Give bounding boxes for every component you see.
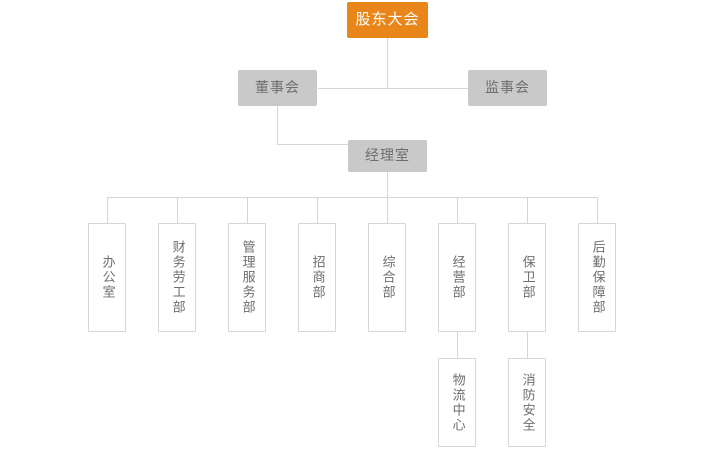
- node-subunit-2[interactable]: 消防安全: [508, 358, 546, 447]
- connector-manager-down: [387, 172, 388, 197]
- node-label: 物流中心: [449, 372, 465, 433]
- node-label: 后勤保障部: [589, 240, 605, 315]
- node-label: 股东大会: [355, 10, 420, 29]
- node-label: 办公室: [99, 255, 115, 300]
- node-department-4[interactable]: 招商部: [298, 223, 336, 332]
- node-department-7[interactable]: 保卫部: [508, 223, 546, 332]
- node-label: 管理服务部: [239, 240, 255, 315]
- node-board-of-directors[interactable]: 董事会: [238, 70, 317, 106]
- connector-root-down: [387, 38, 388, 88]
- node-department-5[interactable]: 综合部: [368, 223, 406, 332]
- node-label: 财务劳工部: [169, 240, 185, 315]
- node-department-3[interactable]: 管理服务部: [228, 223, 266, 332]
- node-label: 保卫部: [519, 255, 535, 300]
- node-label: 经理室: [365, 147, 410, 164]
- connector-drop-dept-8: [597, 197, 598, 223]
- connector-drop-dept-2: [177, 197, 178, 223]
- node-department-1[interactable]: 办公室: [88, 223, 126, 332]
- connector-drop-dept-7: [527, 197, 528, 223]
- connector-drop-subunit-2: [527, 332, 528, 358]
- node-label: 经营部: [449, 255, 465, 300]
- connector-level1-horizontal: [318, 88, 468, 89]
- connector-drop-subunit-1: [457, 332, 458, 358]
- connector-board-to-manager: [277, 144, 348, 145]
- connector-department-bus: [107, 197, 597, 198]
- connector-drop-dept-4: [317, 197, 318, 223]
- node-subunit-1[interactable]: 物流中心: [438, 358, 476, 447]
- connector-drop-dept-5: [387, 197, 388, 223]
- node-department-8[interactable]: 后勤保障部: [578, 223, 616, 332]
- node-department-2[interactable]: 财务劳工部: [158, 223, 196, 332]
- connector-drop-dept-3: [247, 197, 248, 223]
- node-shareholders-meeting[interactable]: 股东大会: [347, 2, 428, 38]
- connector-board-down: [277, 106, 278, 144]
- node-label: 董事会: [255, 79, 300, 96]
- connector-drop-dept-1: [107, 197, 108, 223]
- connector-drop-dept-6: [457, 197, 458, 223]
- node-label: 综合部: [379, 255, 395, 300]
- node-board-of-supervisors[interactable]: 监事会: [468, 70, 547, 106]
- node-manager-office[interactable]: 经理室: [348, 140, 427, 172]
- node-label: 消防安全: [519, 372, 535, 433]
- node-department-6[interactable]: 经营部: [438, 223, 476, 332]
- node-label: 监事会: [485, 79, 530, 96]
- node-label: 招商部: [309, 255, 325, 300]
